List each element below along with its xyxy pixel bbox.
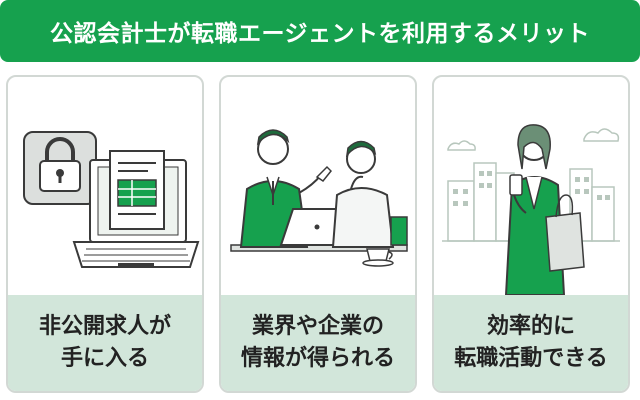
merit-card-unlisted-jobs: 非公開求人が 手に入る bbox=[6, 75, 204, 393]
city-woman-smartphone-illustration bbox=[442, 124, 620, 295]
banner-title: 公認会計士が転職エージェントを利用するメリット bbox=[49, 21, 591, 47]
merit-label-line2: 情報が得られる bbox=[240, 346, 395, 371]
merit-label-line1: 効率的に bbox=[486, 314, 575, 339]
merit-label: 非公開求人が 手に入る bbox=[8, 295, 202, 391]
merit-label-line2: 手に入る bbox=[60, 346, 149, 371]
consultation-illustration bbox=[230, 129, 408, 267]
merit-label: 効率的に 転職活動できる bbox=[434, 295, 628, 391]
title-banner: 公認会計士が転職エージェントを利用するメリット bbox=[0, 0, 640, 62]
merit-label-line2: 転職活動できる bbox=[454, 346, 608, 371]
merit-label: 業界や企業の 情報が得られる bbox=[221, 295, 415, 391]
merit-card-industry-info: 業界や企業の 情報が得られる bbox=[219, 75, 417, 393]
merit-card-efficient-job-search: 効率的に 転職活動できる bbox=[432, 75, 630, 393]
merit-label-line1: 非公開求人が bbox=[38, 314, 171, 339]
laptop-with-lock-icon bbox=[23, 131, 200, 268]
merit-label-line1: 業界や企業の bbox=[251, 314, 384, 339]
